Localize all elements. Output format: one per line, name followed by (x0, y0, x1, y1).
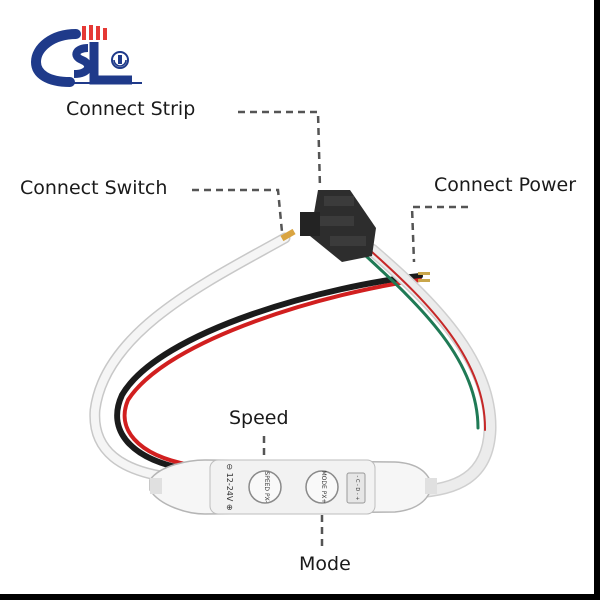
leader-strip (238, 110, 322, 189)
voltage-text: ⊖ 12-24V ⊕ (225, 463, 234, 510)
label-connect-strip: Connect Strip (66, 98, 196, 120)
leader-switch (192, 188, 284, 233)
mode-button[interactable] (305, 470, 339, 504)
csl-logo (30, 25, 142, 87)
leader-power (410, 205, 468, 263)
jst-connector (300, 190, 376, 262)
label-mode: Mode (299, 553, 351, 575)
switch-wire (89, 232, 291, 484)
power-plug-icon (113, 55, 127, 67)
speed-button[interactable] (248, 470, 282, 504)
controller-body (149, 459, 437, 515)
wires (89, 232, 497, 499)
switch-wire-tip (280, 228, 296, 242)
label-connect-power: Connect Power (434, 174, 577, 196)
power-wire-black (114, 273, 423, 473)
terminal-text: - C - D - + (354, 476, 360, 501)
label-speed: Speed (229, 407, 289, 429)
logo-stripes (82, 25, 107, 40)
power-wire-tips (418, 272, 430, 282)
power-wire-red (122, 278, 422, 467)
label-connect-switch: Connect Switch (20, 177, 168, 199)
mode-button-text: MODE PX+ (320, 471, 327, 504)
speed-button-text: SPEED PX- (263, 471, 270, 502)
